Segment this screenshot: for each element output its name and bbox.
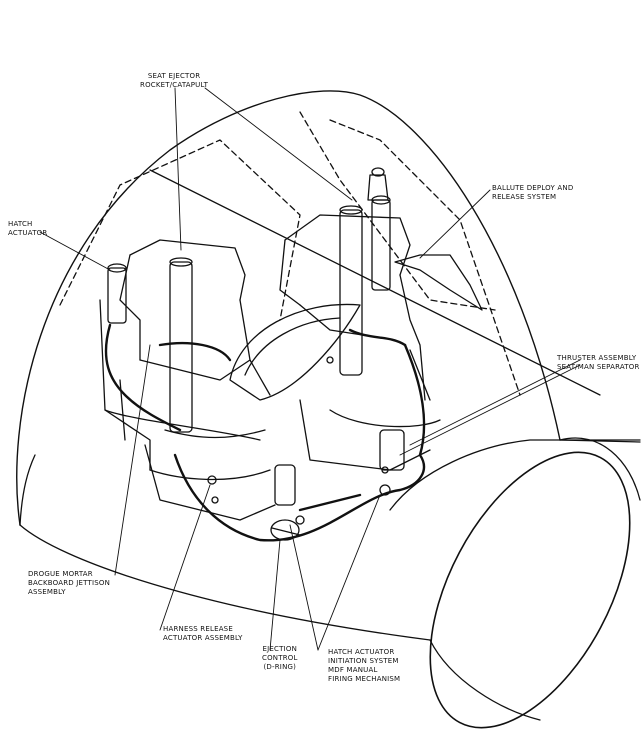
label-ballute-line2: RELEASE SYSTEM bbox=[492, 193, 557, 201]
label-harness: HARNESS RELEASE ACTUATOR ASSEMBLY bbox=[163, 625, 243, 643]
label-hatch-initiation: HATCH ACTUATOR INITIATION SYSTEM MDF MAN… bbox=[328, 648, 400, 684]
label-seat-ejector-line1: SEAT EJECTOR bbox=[147, 72, 201, 80]
label-drogue: DROGUE MORTAR BACKBOARD JETTISON ASSEMBL… bbox=[28, 570, 110, 597]
ballute-deploy bbox=[394, 254, 483, 311]
label-thruster-line2: SEAT/MAN SEPARATOR bbox=[557, 363, 640, 371]
thruster-assembly bbox=[274, 429, 405, 506]
center-console bbox=[229, 303, 361, 401]
label-hatch-actuator-line1: HATCH bbox=[8, 220, 33, 228]
label-hatch-initiation-line1: HATCH ACTUATOR bbox=[328, 648, 395, 656]
label-ejection-control: EJECTION CONTROL (D-RING) bbox=[262, 645, 298, 672]
label-hatch-initiation-line4: FIRING MECHANISM bbox=[328, 675, 401, 683]
fittings bbox=[207, 356, 391, 525]
cabin-shell bbox=[16, 90, 641, 641]
label-seat-ejector-line2: ROCKET/CATAPULT bbox=[140, 81, 209, 89]
rocket-catapults bbox=[169, 167, 389, 433]
label-thruster-line1: THRUSTER ASSEMBLY bbox=[557, 354, 637, 362]
heat-shield-cylinder bbox=[389, 437, 641, 729]
label-seat-ejector: SEAT EJECTOR ROCKET/CATAPULT bbox=[140, 72, 208, 90]
label-drogue-line1: DROGUE MORTAR bbox=[28, 570, 93, 578]
hatch-actuators bbox=[107, 195, 391, 324]
label-ejection-control-line3: (D-RING) bbox=[263, 663, 297, 671]
label-thruster: THRUSTER ASSEMBLY SEAT/MAN SEPARATOR bbox=[557, 354, 640, 372]
label-ballute: BALLUTE DEPLOY AND RELEASE SYSTEM bbox=[492, 184, 573, 202]
left-seat bbox=[99, 239, 276, 521]
hatch-openings bbox=[59, 111, 521, 396]
label-harness-line1: HARNESS RELEASE bbox=[163, 625, 233, 633]
label-ejection-control-line2: CONTROL bbox=[262, 654, 298, 662]
label-hatch-initiation-line3: MDF MANUAL bbox=[328, 666, 378, 674]
label-hatch-actuator-line2: ACTUATOR bbox=[8, 229, 48, 237]
label-hatch-actuator: HATCH ACTUATOR bbox=[8, 220, 47, 238]
leader-lines bbox=[39, 87, 581, 651]
label-hatch-initiation-line2: INITIATION SYSTEM bbox=[328, 657, 399, 665]
label-drogue-line3: ASSEMBLY bbox=[28, 588, 66, 596]
label-harness-line2: ACTUATOR ASSEMBLY bbox=[163, 634, 243, 642]
mdf-lines bbox=[104, 323, 426, 542]
label-ballute-line1: BALLUTE DEPLOY AND bbox=[492, 184, 574, 192]
label-ejection-control-line1: EJECTION bbox=[262, 645, 298, 653]
right-seat bbox=[279, 214, 441, 471]
label-drogue-line2: BACKBOARD JETTISON bbox=[28, 579, 111, 587]
